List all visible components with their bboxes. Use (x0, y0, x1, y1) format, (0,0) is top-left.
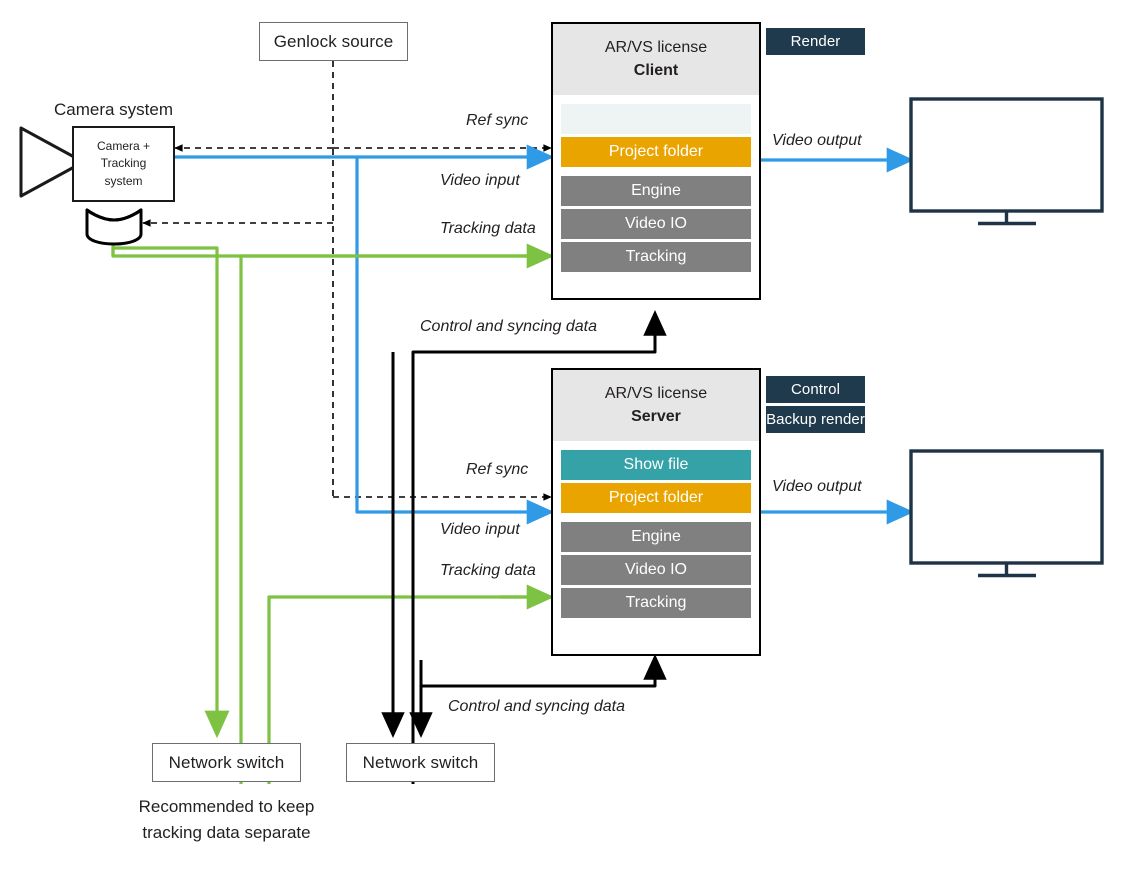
server-role-label: Server (631, 408, 681, 426)
client-role-label: Client (633, 62, 679, 80)
label-ref-sync-client: Ref sync (466, 112, 529, 129)
network-switch-tracking[interactable]: Network switch (152, 743, 301, 782)
client-slot-project-folder[interactable]: Project folder (561, 137, 751, 168)
wire-tracking-sensor-out (111, 241, 555, 269)
label-control-sync-client: Control and syncing data (420, 318, 597, 335)
genlock-source-label: Genlock source (273, 31, 394, 51)
spacer (561, 513, 751, 522)
client-license-label: AR/VS license (604, 39, 708, 56)
client-slot-video-io[interactable]: Video IO (561, 209, 751, 240)
tracking-sensor-icon (85, 208, 143, 246)
server-tag-backup-render[interactable]: Backup render (766, 406, 865, 433)
network-switch-tracking-label: Network switch (168, 752, 285, 772)
camera-body-label: Camera + Tracking system (96, 138, 151, 188)
label-control-sync-server: Control and syncing data (448, 698, 625, 715)
server-tag-control[interactable]: Control (766, 376, 865, 403)
note-line-1: Recommended to keep (138, 797, 315, 816)
wire-tracking-sensor-to-switch (111, 246, 230, 739)
server-machine[interactable]: AR/VS license Server Show file Project f… (551, 368, 761, 656)
server-slot-project-folder[interactable]: Project folder (561, 483, 751, 514)
camera-tracking-system-box: Camera + Tracking system (72, 126, 175, 202)
network-switch-control-label: Network switch (362, 752, 479, 772)
server-slot-show-file[interactable]: Show file (561, 450, 751, 481)
client-slot-showfile-placeholder[interactable] (561, 104, 751, 135)
label-tracking-data-client: Tracking data (440, 220, 536, 237)
label-ref-sync-server: Ref sync (466, 461, 529, 478)
client-slot-tracking[interactable]: Tracking (561, 242, 751, 273)
server-slot-engine[interactable]: Engine (561, 522, 751, 553)
tracking-separation-note: Recommended to keep tracking data separa… (124, 794, 329, 845)
client-header: AR/VS license Client (553, 24, 759, 96)
client-tag-render[interactable]: Render (766, 28, 865, 55)
label-video-output-server: Video output (772, 478, 862, 495)
label-video-input-server: Video input (440, 521, 520, 538)
server-slot-tracking[interactable]: Tracking (561, 588, 751, 619)
camera-lens-icon (19, 126, 78, 198)
server-slot-list: Show file Project folder Engine Video IO… (553, 441, 759, 627)
network-switch-control[interactable]: Network switch (346, 743, 495, 782)
client-slot-list: Project folder Engine Video IO Tracking (553, 95, 759, 281)
spacer (561, 167, 751, 176)
label-video-output-client: Video output (772, 132, 862, 149)
wire-control-server (419, 653, 667, 735)
client-slot-engine[interactable]: Engine (561, 176, 751, 207)
server-monitor-icon (909, 449, 1104, 578)
client-monitor-icon (909, 97, 1104, 226)
genlock-source-box[interactable]: Genlock source (259, 22, 408, 61)
server-license-label: AR/VS license (604, 385, 708, 402)
note-line-2: tracking data separate (142, 822, 311, 842)
label-video-input-client: Video input (440, 172, 520, 189)
server-header: AR/VS license Server (553, 370, 759, 442)
server-slot-video-io[interactable]: Video IO (561, 555, 751, 586)
camera-system-title: Camera system (54, 100, 174, 119)
label-tracking-data-server: Tracking data (440, 562, 536, 579)
client-machine[interactable]: AR/VS license Client Project folder Engi… (551, 22, 761, 300)
